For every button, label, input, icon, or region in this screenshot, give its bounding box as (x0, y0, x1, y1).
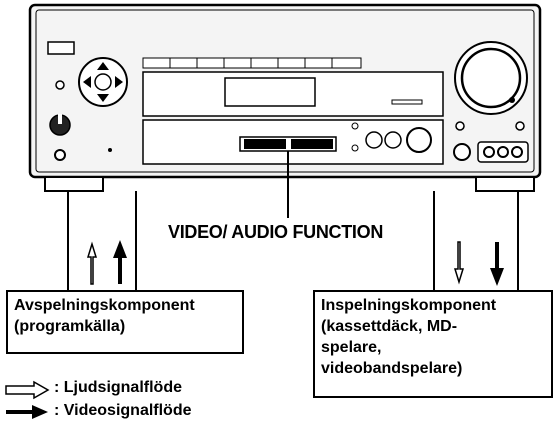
recording-component-line3: spelare, (321, 339, 382, 356)
s-video-jack[interactable] (453, 143, 471, 161)
recording-component-title: Inspelningskomponent (321, 297, 497, 314)
top-buttons[interactable] (169, 58, 333, 68)
recording-component-line2: (kassettdäck, MD- (321, 318, 458, 335)
legend-audio: : Ljudsignalflöde (54, 379, 182, 396)
audio-left-jack[interactable] (497, 146, 509, 158)
receiver-foot-left (44, 176, 104, 192)
phones-jack[interactable] (54, 149, 66, 161)
mode-button-1[interactable] (365, 131, 383, 149)
recording-component-box: Inspelningskomponent (kassettdäck, MD- s… (313, 290, 553, 398)
mode-button-2[interactable] (384, 131, 402, 149)
signal-lines (67, 151, 519, 290)
power-button[interactable] (47, 41, 75, 55)
small-button-b[interactable] (351, 144, 359, 152)
hollow-arrow-icon (5, 380, 50, 400)
input-mode-knob[interactable] (406, 127, 432, 153)
video-flow-arrow-up (113, 240, 127, 284)
brand-label (391, 99, 423, 105)
video-jack[interactable] (483, 146, 495, 158)
recording-component-line4: videobandspelare) (321, 360, 463, 377)
video-audio-function-buttons[interactable] (239, 136, 337, 152)
video-flow-arrow-down (490, 242, 504, 286)
receiver-foot-right (475, 176, 535, 192)
receiver-inner-border (35, 9, 535, 173)
master-volume-marker (509, 97, 515, 103)
small-button-a[interactable] (351, 122, 359, 130)
small-indicator (108, 148, 112, 152)
audio-right-jack[interactable] (511, 146, 523, 158)
display-screen (224, 77, 316, 107)
mute-button[interactable] (455, 121, 465, 131)
top-button-strip (142, 57, 362, 69)
legend-video: : Videosignalflöde (54, 402, 192, 419)
playback-component-box: Avspelningskomponent (programkälla) (6, 290, 244, 354)
playback-component-title: Avspelningskomponent (14, 297, 195, 314)
speaker-switch[interactable] (55, 80, 65, 90)
master-volume-knob[interactable] (460, 47, 522, 109)
reset-button[interactable] (515, 121, 525, 131)
playback-component-subtitle: (programkälla) (14, 318, 126, 335)
input-selector-notch (58, 114, 62, 124)
solid-arrow-icon (6, 405, 48, 419)
av-receiver (28, 3, 542, 192)
audio-flow-arrow-up (86, 241, 98, 285)
audio-flow-arrow-down (453, 241, 465, 285)
cursor-pad[interactable] (78, 57, 128, 107)
video-audio-function-label: VIDEO/ AUDIO FUNCTION (168, 222, 384, 242)
